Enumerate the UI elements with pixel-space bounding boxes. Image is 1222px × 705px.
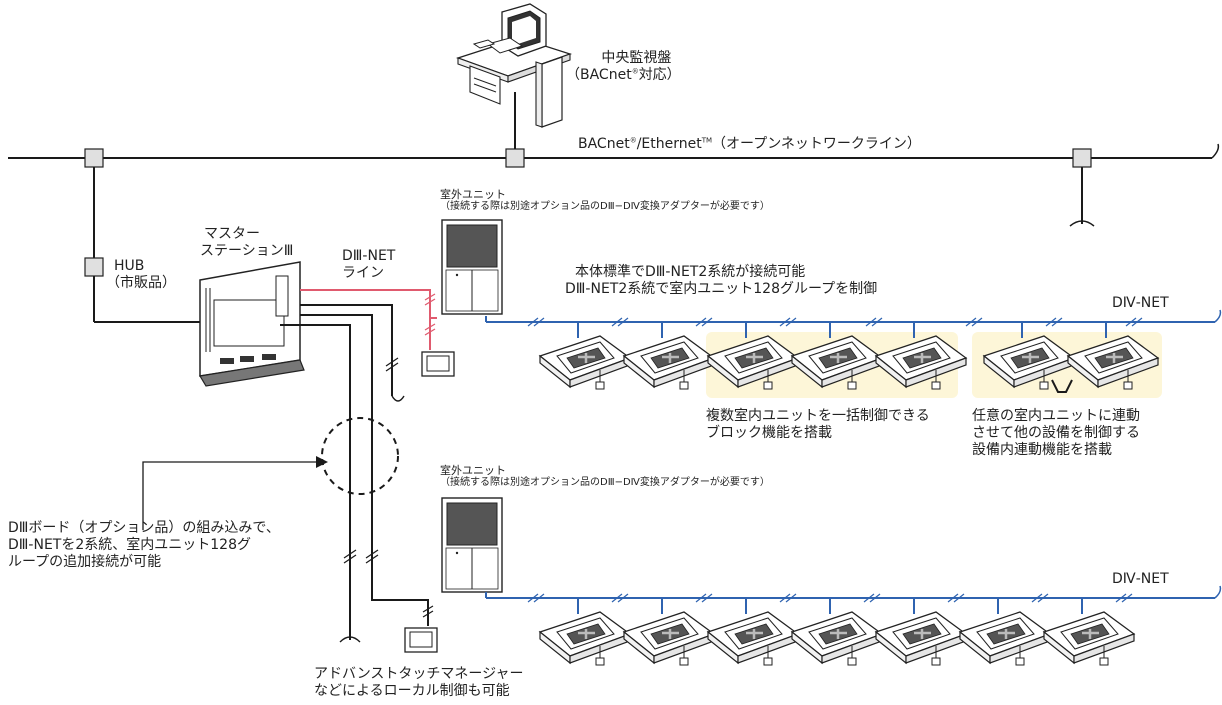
backbone-junction-right <box>1072 148 1092 168</box>
outdoor-unit-icon-1 <box>441 219 503 315</box>
cassette-indoor-unit-icon <box>538 610 632 667</box>
backbone-label: BACnet®/EthernetTM（オープンネットワークライン） <box>578 136 921 152</box>
cassette-indoor-unit-icon <box>1042 610 1136 667</box>
remote-controller-icon-2 <box>404 627 438 653</box>
cassette-indoor-unit-icon <box>538 334 632 391</box>
interlock-function-note: 任意の室内ユニットに連動 させて他の設備を制御する 設備内連動機能を搭載 <box>972 408 1140 459</box>
master-station-label: マスター ステーションⅢ <box>200 226 294 260</box>
cassette-indoor-unit-icon <box>706 334 800 391</box>
div-net-label-1: DⅣ-NET <box>1112 295 1169 311</box>
monitor-desk-icon <box>455 3 573 128</box>
div-net-line-1 <box>485 309 1222 338</box>
master-station-icon <box>199 261 305 387</box>
cassette-indoor-unit-icon <box>982 334 1076 391</box>
standard-note: 本体標準でDⅢ-NET2系統が接続可能 DⅢ-NET2系統で室内ユニット128グ… <box>565 264 878 298</box>
cassette-indoor-unit-icon <box>706 610 800 667</box>
cassette-indoor-unit-icon <box>790 610 884 667</box>
cassette-indoor-unit-icon <box>622 334 716 391</box>
hub-label: HUB （市販品） <box>106 258 176 292</box>
outdoor-unit-1-label: 室外ユニット （接続する際は別途オプション品のDⅢ−DⅣ変換アダプターが必要です… <box>440 188 770 213</box>
outdoor-unit-icon-2 <box>441 497 503 593</box>
cassette-indoor-unit-icon <box>1066 334 1160 391</box>
cassette-indoor-unit-icon <box>958 610 1052 667</box>
advanced-touch-note: アドバンストタッチマネージャー などによるローカル制御も可能 <box>314 666 524 700</box>
diii-board-note: DⅢボード（オプション品）の組み込みで、 DⅢ-NETを2系統、室内ユニット12… <box>8 520 280 571</box>
block-function-note: 複数室内ユニットを一括制御できる ブロック機能を搭載 <box>706 408 930 442</box>
diii-net-line-label: DⅢ-NET ライン <box>342 248 396 282</box>
cassette-indoor-unit-icon <box>622 610 716 667</box>
cassette-indoor-unit-icon <box>790 334 884 391</box>
backbone-junction-left <box>84 148 104 168</box>
div-net-label-2: DⅣ-NET <box>1112 571 1169 587</box>
backbone-junction-center <box>505 148 525 168</box>
central-monitor-label: 中央監視盤 （BACnet®対応） <box>566 50 681 84</box>
cassette-indoor-unit-icon <box>874 610 968 667</box>
cassette-indoor-unit-icon <box>874 334 968 391</box>
hub-box <box>84 257 104 277</box>
outdoor-unit-2-label: 室外ユニット （接続する際は別途オプション品のDⅢ−DⅣ変換アダプターが必要です… <box>440 464 770 489</box>
remote-controller-icon-1 <box>421 351 455 377</box>
div-net-line-2 <box>485 585 1222 614</box>
